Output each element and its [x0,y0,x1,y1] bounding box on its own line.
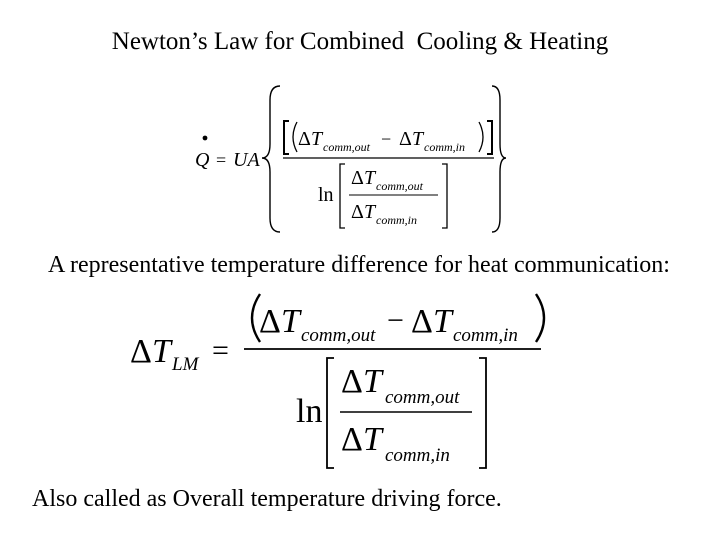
eq1-num-left-bracket [283,120,289,155]
eq1-num-minus: − [381,129,391,149]
eq2-equals: = [212,334,229,367]
eq1-num-right-bracket [487,120,493,155]
eq1-ln: ln [318,184,334,206]
eq1-right-brace [491,85,507,233]
eq2-num-right-paren [534,293,546,343]
eq2-lhs-sub: LM [171,354,200,375]
eq1-num-sub-in: comm,in [424,140,465,154]
eq2-lhs-T: T [152,333,173,370]
eq2-den-sub-out: comm,out [385,387,460,408]
eq2-num-T-1: T [281,303,302,340]
eq1-den-right-bracket [442,163,448,229]
eq1-num-T-2: T [412,128,425,150]
eq1-den-T-top: T [364,167,377,189]
eq1-num-delta-2: Δ [399,128,412,150]
eq1-num-delta-1: Δ [298,128,311,150]
eq2-num-sub-out: comm,out [301,325,376,346]
q-dot [202,135,208,141]
eq1-num-right-paren [478,121,484,153]
eq1-left-brace [261,85,281,233]
eq1-den-delta-bottom: Δ [351,201,364,223]
eq1-den-left-bracket [339,163,345,229]
eq2-num-left-paren [250,293,262,343]
eq2-lhs-delta: Δ [130,333,152,370]
eq1-num-sub-out: comm,out [323,140,371,154]
q-symbol: Q [195,149,210,171]
eq2-num-minus: − [387,304,404,337]
eq1-num-left-paren [292,121,298,153]
eq2-den-left-bracket [326,357,334,469]
eq1-den-delta-top: Δ [351,167,364,189]
ua-symbol: UA [233,149,260,171]
eq2-den-T-bottom: T [363,421,384,458]
eq1-equals: = [216,150,226,170]
eq2-den-right-bracket [479,357,487,469]
footer-text: Also called as Overall temperature drivi… [32,486,502,512]
eq1-den-T-bottom: T [364,201,377,223]
eq1-den-sub-in: comm,in [376,213,417,227]
representative-text: A representative temperature difference … [48,252,670,278]
eq1-den-sub-out: comm,out [376,179,424,193]
eq2-num-T-2: T [433,303,454,340]
eq2-num-delta-2: Δ [411,303,433,340]
eq2-num-delta-1: Δ [259,303,281,340]
slide-title: Newton’s Law for Combined Cooling & Heat… [111,28,609,55]
eq2-num-sub-in: comm,in [453,325,518,346]
eq2-den-delta-bottom: Δ [341,421,363,458]
eq2-den-sub-in: comm,in [385,445,450,466]
eq2-den-delta-top: Δ [341,363,363,400]
eq1-num-T-1: T [311,128,324,150]
eq2-den-T-top: T [363,363,384,400]
eq2-ln: ln [296,393,322,430]
